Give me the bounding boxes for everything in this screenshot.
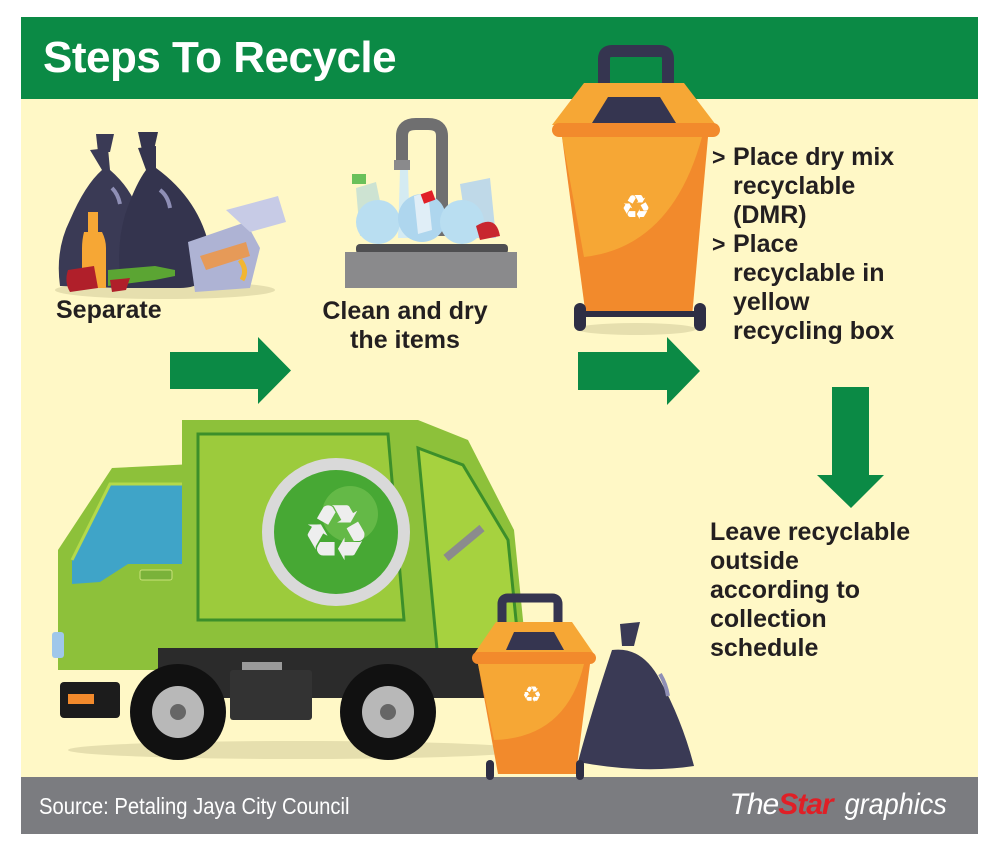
bullet-chevron-icon: > [712,231,726,257]
label-line: collection [710,605,827,633]
instruction-line: recycling box [733,317,895,345]
brand-the: The [729,788,780,821]
bullet-chevron-icon: > [712,144,726,170]
dmr-instructions: > Place dry mix recyclable (DMR) > Place… [712,143,962,346]
step-label-clean-line2: the items [350,326,460,354]
instruction-line: Place [733,230,799,258]
brand-star: Star [778,788,833,821]
instruction-item: > Place recyclable in yellow recycling b… [712,230,962,346]
footer-bar: Source: Petaling Jaya City Council TheSt… [21,777,978,834]
arrow-down-icon [817,387,884,508]
source-credit: Source: Petaling Jaya City Council [39,793,350,819]
instruction-line: yellow [733,288,810,316]
header-bar: Steps To Recycle [21,17,978,99]
page-title: Steps To Recycle [43,33,397,82]
step-label-clean: Clean and dry the items [300,297,510,355]
sink-icon [345,118,517,288]
step-label-clean-line1: Clean and dry [322,297,488,325]
svg-text:♻: ♻ [621,188,651,228]
step-label-separate: Separate [56,296,162,324]
instruction-item: > Place dry mix recyclable (DMR) [712,143,962,230]
label-line: according to [710,576,861,604]
small-bin-and-bag-icon: ♻ [472,593,694,780]
instruction-line: (DMR) [733,201,807,229]
svg-text:♻: ♻ [522,683,542,708]
brand-logo: TheStar graphics [730,789,952,821]
instruction-line: Place dry mix [733,143,895,171]
step-label-leave-outside: Leave recyclable outside according to co… [710,518,960,663]
label-line: schedule [710,634,819,662]
arrow-right-icon [170,337,291,404]
orange-recycling-bin-icon: ♻ [552,45,720,335]
svg-text:♻: ♻ [301,489,371,579]
instruction-line: recyclable [733,172,856,200]
brand-graphics: graphics [844,788,947,821]
garbage-truck-icon: ♻ [52,420,548,760]
label-line: Leave recyclable [710,518,911,546]
label-line: outside [710,547,799,575]
arrow-right-icon [578,337,700,405]
instruction-line: recyclable in [733,259,885,287]
garbage-bags-icon [55,132,286,299]
